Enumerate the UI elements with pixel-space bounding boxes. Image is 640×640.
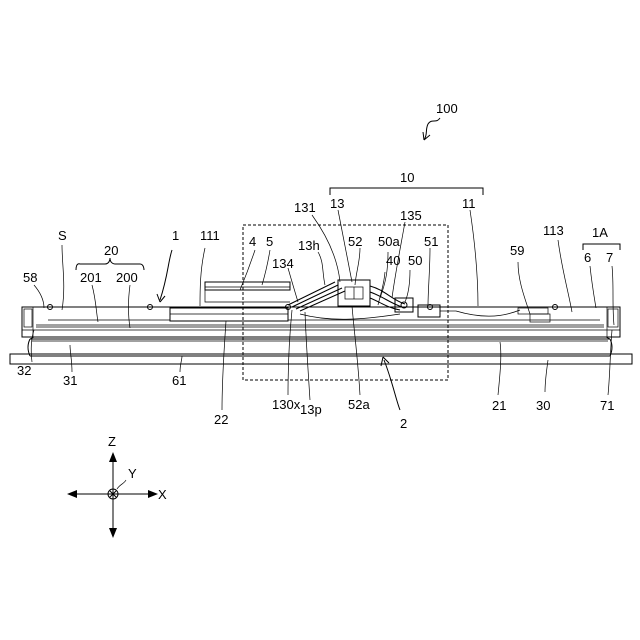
label-5: 5	[266, 234, 273, 249]
label-61: 61	[172, 373, 186, 388]
label-10: 10	[400, 170, 414, 185]
label-4: 4	[249, 234, 256, 249]
label-130x: 130x	[272, 397, 301, 412]
label-131: 131	[294, 200, 316, 215]
label-21: 21	[492, 398, 506, 413]
label-50: 50	[408, 253, 422, 268]
label-52a: 52a	[348, 397, 370, 412]
label-13: 13	[330, 196, 344, 211]
label-13h: 13h	[298, 238, 320, 253]
label-20: 20	[104, 243, 118, 258]
driver-box	[170, 308, 288, 321]
label-32: 32	[17, 363, 31, 378]
axis-label-z: Z	[108, 434, 116, 449]
label-50a: 50a	[378, 234, 400, 249]
lighting-fixture	[10, 305, 632, 365]
label-13p: 13p	[300, 402, 322, 417]
label-200: 200	[116, 270, 138, 285]
label-201: 201	[80, 270, 102, 285]
label-7: 7	[606, 250, 613, 265]
label-58: 58	[23, 270, 37, 285]
connector-assembly	[205, 280, 520, 319]
label-100: 100	[436, 101, 458, 116]
label-1: 1	[172, 228, 179, 243]
label-113: 113	[543, 223, 564, 238]
bracket-10	[330, 188, 483, 195]
label-31: 31	[63, 373, 77, 388]
label-59: 59	[510, 243, 524, 258]
label-2: 2	[400, 416, 407, 431]
label-S: S	[58, 228, 67, 243]
brackets	[76, 188, 620, 270]
axis-indicator: Z Y X	[67, 434, 167, 538]
label-22: 22	[214, 412, 228, 427]
axis-label-x: X	[158, 487, 167, 502]
label-135: 135	[400, 208, 422, 223]
reference-labels: 100 10 13 131 11 135 113 1A S 20 1 111 4…	[17, 101, 614, 431]
label-1A: 1A	[592, 225, 608, 240]
label-134: 134	[272, 256, 294, 271]
label-52: 52	[348, 234, 362, 249]
label-111: 111	[200, 228, 220, 243]
bracket-20	[76, 258, 144, 270]
axis-label-y: Y	[128, 466, 137, 481]
label-6: 6	[584, 250, 591, 265]
label-30: 30	[536, 398, 550, 413]
label-11: 11	[462, 196, 476, 211]
label-51: 51	[424, 234, 438, 249]
label-40: 40	[386, 253, 400, 268]
label-71: 71	[600, 398, 614, 413]
